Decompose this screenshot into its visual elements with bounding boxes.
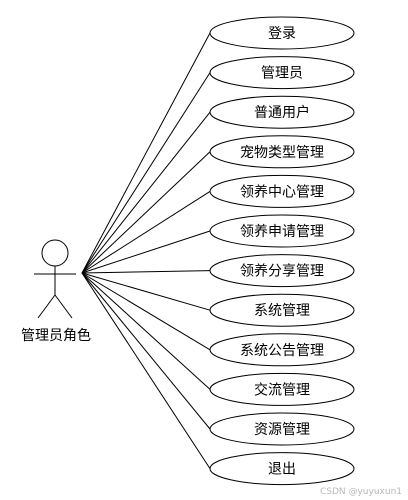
use-case-ellipse (209, 293, 355, 327)
use-case-label: 系统公告管理 (240, 343, 324, 359)
use-case-ellipse (209, 333, 355, 367)
association-line (81, 190, 211, 274)
use-case-label: 领养分享管理 (240, 263, 324, 280)
use-case-ellipse (209, 95, 355, 129)
use-case-label: 领养申请管理 (240, 224, 324, 240)
use-case-label: 领养中心管理 (240, 184, 324, 200)
association-lines (81, 32, 211, 469)
use-case-ellipse (209, 452, 355, 486)
use-case: 登录 (209, 16, 355, 50)
association-line (81, 230, 211, 274)
use-case-label: 管理员 (261, 66, 303, 82)
use-case: 系统公告管理 (209, 333, 355, 367)
association-line (81, 270, 211, 274)
use-case-label: 系统管理 (254, 303, 310, 319)
use-case: 普通用户 (209, 95, 355, 129)
use-case-label: 退出 (268, 462, 296, 478)
association-line (81, 72, 211, 274)
use-case: 宠物类型管理 (209, 135, 355, 169)
association-line (81, 32, 211, 274)
association-line (81, 111, 211, 274)
use-case: 资源管理 (209, 412, 355, 446)
use-case: 领养中心管理 (209, 174, 355, 208)
use-case: 系统管理 (209, 293, 355, 327)
use-case: 领养申请管理 (209, 214, 355, 248)
use-case: 管理员 (209, 56, 355, 90)
use-case-ellipse (209, 174, 355, 208)
association-line (81, 272, 211, 469)
use-case-ellipse (209, 372, 355, 406)
association-line (81, 272, 211, 351)
use-case-ellipse (209, 412, 355, 446)
use-case-label: 宠物类型管理 (240, 145, 324, 161)
actor-left-leg (37, 294, 56, 319)
association-line (81, 272, 211, 311)
actor-head (41, 239, 69, 267)
use-case-label: 交流管理 (254, 381, 310, 398)
use-case-label: 资源管理 (254, 422, 310, 438)
association-line (81, 272, 211, 390)
use-case: 退出 (209, 452, 355, 486)
actor-label: 管理员角色 (21, 327, 91, 344)
association-line (81, 272, 211, 430)
use-case-ellipse (209, 56, 355, 90)
use-case-label: 登录 (268, 26, 296, 42)
use-case-list: 登录管理员普通用户宠物类型管理领养中心管理领养申请管理领养分享管理系统管理系统公… (209, 16, 355, 486)
use-case-ellipse (209, 16, 355, 50)
association-line (81, 151, 211, 274)
use-case-ellipse (209, 214, 355, 248)
actor-right-leg (54, 294, 73, 319)
watermark: CSDN @yuyuxun1 (320, 487, 402, 497)
actor: 管理员角色 (21, 239, 91, 344)
use-case: 交流管理 (209, 372, 355, 406)
use-case-ellipse (209, 254, 355, 288)
use-case-label: 普通用户 (254, 104, 310, 121)
use-case: 领养分享管理 (209, 254, 355, 288)
use-case-ellipse (209, 135, 355, 169)
